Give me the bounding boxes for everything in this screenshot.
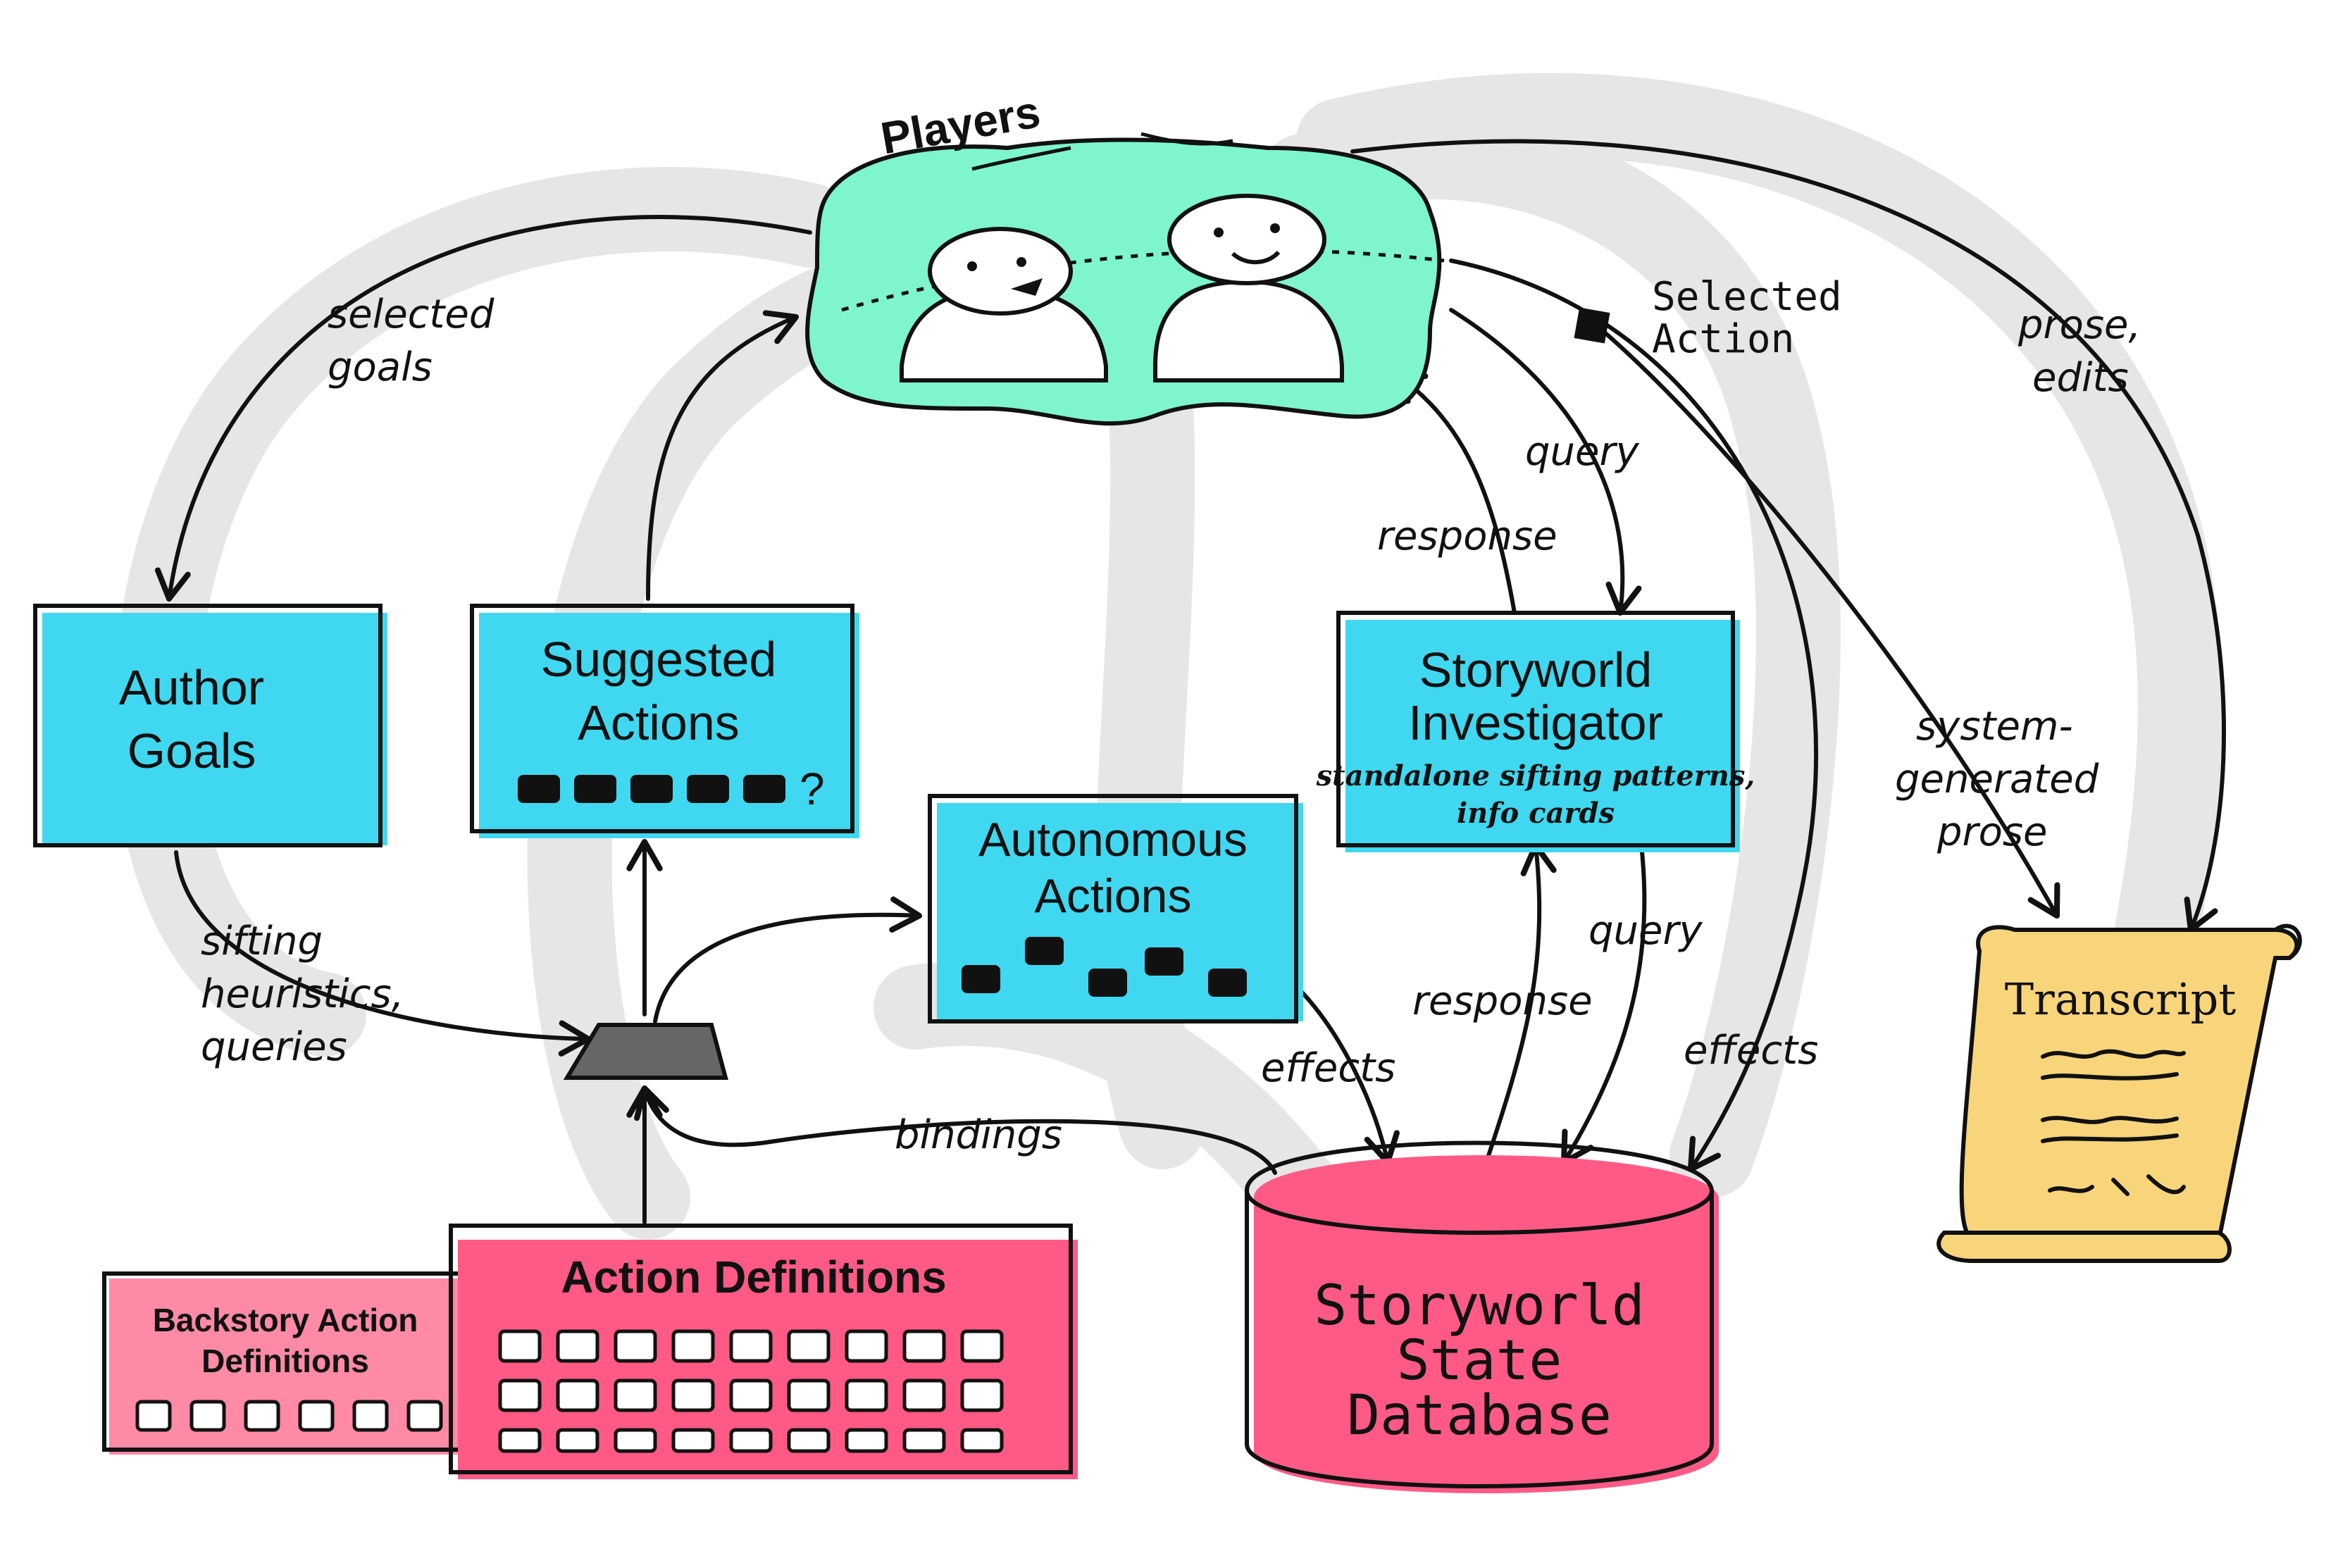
label-query-bottom: query (1588, 908, 1703, 954)
edge-labels: selected goals sifting heuristics, queri… (201, 292, 2141, 1158)
action-definitions-title: Action Definitions (561, 1252, 947, 1302)
suggested-actions-question: ? (800, 764, 825, 814)
label-bindings: bindings (895, 1112, 1062, 1158)
backstory-line2: Definitions (201, 1343, 369, 1379)
label-system-2: generated (1895, 757, 2099, 802)
edge-response-top (1391, 370, 1517, 615)
label-sifting-1: sifting (201, 919, 323, 964)
storyworld-database-node: Storyworld State Database (1245, 1140, 1719, 1493)
suggested-actions-node: Suggested Actions ? (470, 604, 859, 838)
author-goals-line2: Goals (128, 723, 256, 778)
players-node: Players (805, 86, 1445, 426)
transcript-title: Transcript (2005, 973, 2237, 1025)
suggested-actions-line1: Suggested (541, 632, 777, 687)
label-effects-auto: effects (1261, 1045, 1395, 1091)
edge-suggested-to-players (646, 310, 800, 601)
label-selected-goals-2: goals (328, 344, 433, 390)
database-line3: Database (1347, 1384, 1612, 1448)
label-selected-goals-1: selected (328, 292, 495, 337)
investigator-line2: Investigator (1408, 695, 1663, 750)
autonomous-actions-line1: Autonomous (978, 813, 1248, 866)
database-line1: Storyworld (1314, 1274, 1645, 1338)
label-sifting-2: heuristics, (201, 971, 404, 1017)
database-line2: State (1397, 1329, 1562, 1393)
investigator-sub1: standalone sifting patterns, (1316, 759, 1755, 792)
edge-selected-goals (154, 215, 812, 602)
storyworld-investigator-node: Storyworld Investigator standalone sifti… (1316, 611, 1755, 852)
backstory-definitions-node: Backstory Action Definitions (102, 1271, 468, 1455)
binding-connector (563, 1023, 728, 1080)
label-response-bottom: response (1412, 978, 1593, 1024)
investigator-line1: Storyworld (1419, 642, 1653, 697)
transcript-node: Transcript (1936, 923, 2302, 1263)
backstory-line1: Backstory Action (153, 1302, 418, 1338)
label-prose-1: prose, (2017, 302, 2141, 348)
label-effects-right: effects (1684, 1028, 1818, 1074)
scroll-icon (1936, 923, 2302, 1263)
investigator-sub2: info cards (1457, 797, 1615, 830)
label-system-3: prose (1936, 809, 2047, 855)
label-response-top: response (1377, 514, 1557, 559)
author-goals-node: Author Goals (33, 604, 387, 847)
edge-prose-edits (1350, 139, 2226, 933)
edge-connector-to-autonomous (653, 896, 923, 1023)
author-goals-line1: Author (119, 660, 264, 715)
edge-players-effects (1449, 259, 1818, 1173)
two-people-chatting-icon (900, 194, 1344, 382)
edge-sifting-heuristics (174, 850, 592, 1057)
connectors (154, 139, 2226, 1232)
selected-action-marker: Selected Action (1574, 274, 1842, 362)
autonomous-actions-node: Autonomous Actions (928, 794, 1303, 1023)
action-definitions-node: Action Definitions (449, 1224, 1078, 1479)
label-query-top: query (1525, 429, 1640, 475)
autonomous-action-tokens (962, 937, 1247, 997)
edge-bindings (634, 1085, 1277, 1175)
edge-query-bottom (1560, 843, 1647, 1166)
backstory-slots (135, 1400, 443, 1432)
edge-query-top (1449, 308, 1642, 616)
label-prose-2: edits (2032, 355, 2129, 401)
transcript-scribbles (2041, 1049, 2186, 1196)
edge-response-bottom (1477, 842, 1557, 1186)
edge-autonomous-effects (1294, 984, 1400, 1166)
selected-action-line2: Action (1652, 316, 1794, 362)
edge-system-prose (1597, 325, 2060, 919)
suggested-actions-line2: Actions (578, 695, 740, 750)
label-system-1: system- (1916, 704, 2073, 749)
label-sifting-3: queries (201, 1024, 347, 1070)
autonomous-actions-line2: Actions (1035, 869, 1192, 923)
action-definition-slots (498, 1329, 1004, 1453)
suggested-action-tokens (518, 775, 785, 803)
selected-action-line1: Selected (1652, 274, 1842, 320)
